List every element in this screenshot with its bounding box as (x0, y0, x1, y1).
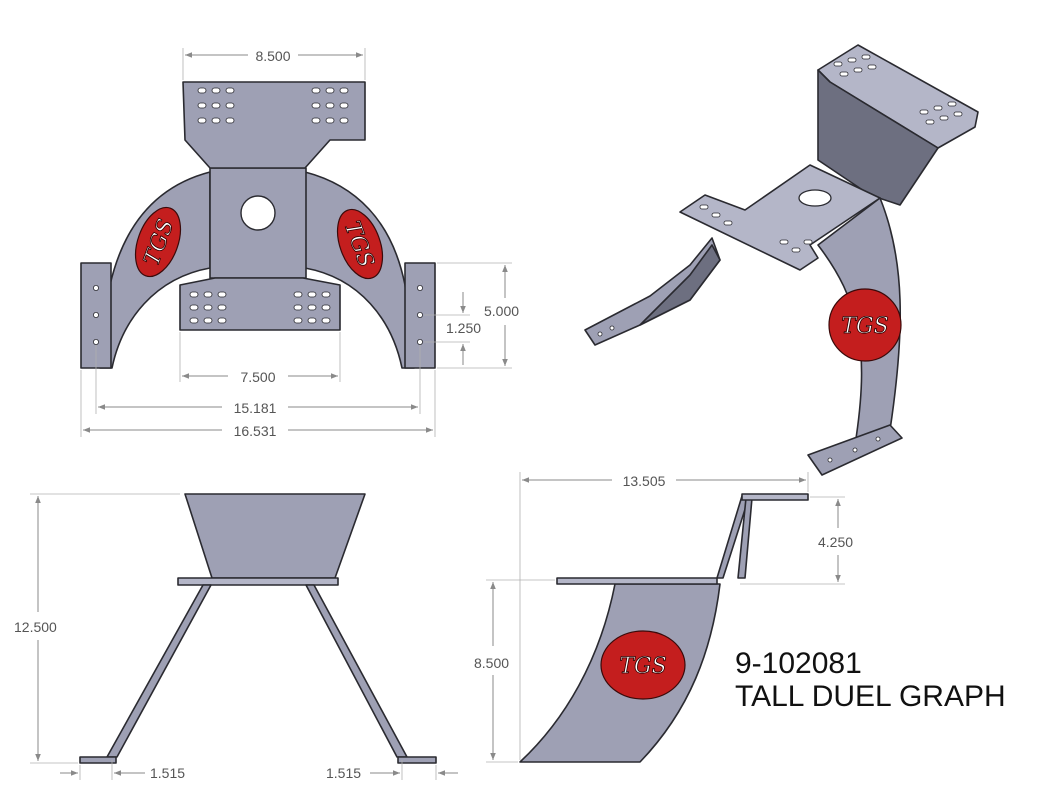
top-view-bottom-tab (179, 277, 341, 331)
iso-left-arm-shadow (639, 244, 721, 326)
top-view: TGS TGS 8.500 7.500 15.181 (80, 48, 519, 439)
front-view-left-foot (79, 756, 117, 764)
dim-top-rise: 4.250 (818, 534, 853, 550)
dim-right-offset: 1.515 (326, 765, 361, 781)
part-name: TALL DUEL GRAPH (735, 680, 1006, 713)
top-view-top-plate (182, 81, 366, 169)
side-view-top-ledge (556, 577, 718, 585)
top-view-foot-holes (93, 284, 423, 345)
front-view-right-foot (397, 756, 437, 764)
dim-overall-length: 13.505 (623, 473, 666, 489)
top-view-bottom-slots (189, 291, 331, 324)
iso-center-hole (798, 189, 832, 207)
dim-top-width: 8.500 (255, 48, 290, 64)
dim-overall-height: 12.500 (14, 619, 57, 635)
top-view-dimensions: 8.500 7.500 15.181 16.531 5.000 (80, 48, 519, 439)
dim-overall-width: 16.531 (234, 423, 277, 439)
front-view-dimensions: 12.500 1.515 1.515 (14, 493, 458, 781)
side-view: TGS 13.505 4.250 8.500 (474, 472, 853, 763)
isometric-view: TGS (584, 44, 979, 476)
iso-back-face (817, 69, 939, 206)
dim-left-offset: 1.515 (150, 765, 185, 781)
front-view-hopper (184, 493, 366, 579)
iso-left-arm (584, 237, 721, 346)
front-view-left-leg (106, 584, 212, 758)
side-view-logo-text: TGS (619, 654, 666, 679)
dim-hole-spacing: 1.250 (446, 320, 481, 336)
front-view-crossbar (177, 577, 339, 586)
part-number: 9-102081 (735, 647, 862, 680)
dim-bottom-tab-width: 7.500 (240, 369, 275, 385)
front-view-right-leg (305, 584, 408, 758)
side-view-top-flange (741, 493, 809, 501)
front-view: 12.500 1.515 1.515 (14, 493, 458, 781)
dim-foot-height: 5.000 (484, 303, 519, 319)
top-view-top-slots (197, 87, 349, 124)
top-view-center-hole (240, 195, 276, 231)
side-view-dimensions: 13.505 4.250 8.500 (474, 472, 853, 763)
iso-slots (597, 54, 963, 463)
iso-logo-text: TGS (841, 314, 888, 339)
dim-body-height: 8.500 (474, 655, 509, 671)
title-block: 9-102081 TALL DUEL GRAPH (735, 647, 1006, 713)
dim-hole-span: 15.181 (234, 400, 277, 416)
side-view-logo: TGS (600, 630, 686, 700)
iso-logo: TGS (828, 288, 902, 362)
